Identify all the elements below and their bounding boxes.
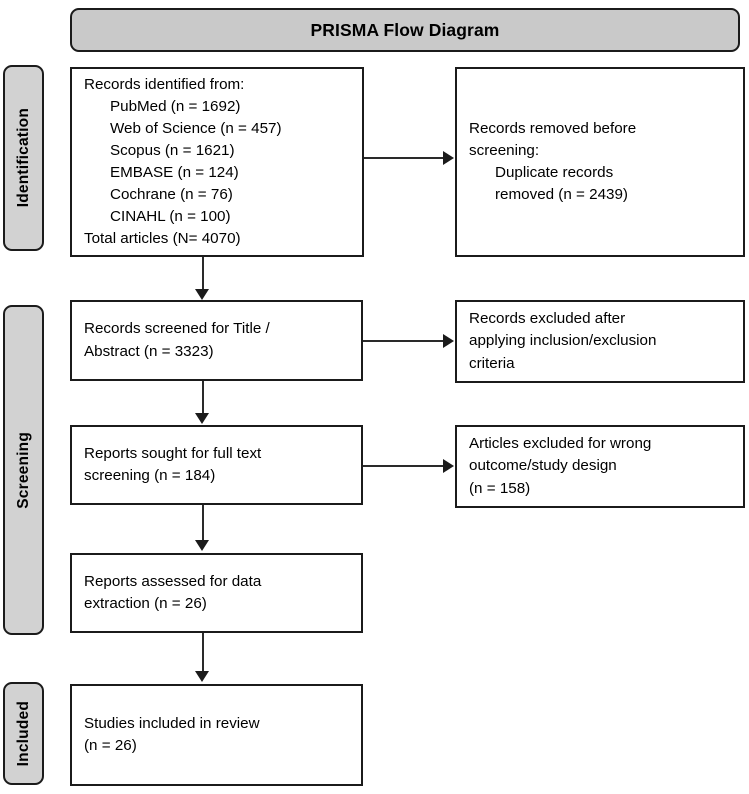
connector-identified-to-screened (202, 257, 204, 291)
connector-screened-to-excluded (363, 340, 445, 342)
stage-bar-identification: Identification (3, 65, 44, 251)
connector-assessed-to-included (202, 633, 204, 673)
connector-screened-to-fulltext (202, 381, 204, 415)
page-title: PRISMA Flow Diagram (310, 19, 500, 40)
box-line: applying inclusion/exclusion (469, 332, 657, 350)
connector-fulltext-to-excluded (363, 465, 445, 467)
box-records-identified: Records identified from: PubMed (n = 169… (70, 67, 364, 257)
box-line: extraction (n = 26) (84, 595, 207, 612)
arrow-right-icon (443, 334, 454, 348)
diagram-title-bar: PRISMA Flow Diagram (70, 8, 740, 52)
box-reports-assessed: Reports assessed for data extraction (n … (70, 553, 363, 633)
box-line: Cochrane (n = 76) (110, 186, 233, 204)
box-line: Scopus (n = 1621) (110, 141, 235, 159)
box-line: Abstract (n = 3323) (84, 342, 214, 360)
stage-label-screening: Screening (14, 431, 32, 509)
box-line: Reports sought for full text (84, 444, 262, 462)
box-records-screened: Records screened for Title / Abstract (n… (70, 300, 363, 381)
box-line: screening: (469, 141, 540, 159)
box-line: criteria (469, 354, 515, 372)
box-line: (n = 158) (469, 479, 531, 497)
stage-bar-included: Included (3, 682, 44, 785)
box-line: Total articles (N= 4070) (84, 230, 241, 248)
box-records-excluded-screening: Records excluded after applying inclusio… (455, 300, 745, 383)
arrow-down-icon (195, 540, 209, 551)
box-line: CINAHL (n = 100) (110, 208, 231, 226)
arrow-down-icon (195, 413, 209, 424)
stage-bar-screening: Screening (3, 305, 44, 635)
box-line: Records excluded after (469, 310, 626, 328)
connector-identified-to-removed (364, 157, 445, 159)
box-reports-sought-full-text: Reports sought for full text screening (… (70, 425, 363, 505)
box-line: screening (n = 184) (84, 467, 216, 484)
box-line: (n = 26) (84, 737, 137, 754)
box-records-removed: Records removed before screening: Duplic… (455, 67, 745, 257)
box-articles-excluded-full-text: Articles excluded for wrong outcome/stud… (455, 425, 745, 508)
box-line: removed (n = 2439) (495, 186, 628, 204)
box-line: Studies included in review (84, 714, 260, 732)
stage-label-identification: Identification (14, 108, 32, 208)
box-line: Duplicate records (495, 164, 614, 181)
connector-fulltext-to-assessed (202, 505, 204, 542)
box-line: Articles excluded for wrong (469, 435, 652, 453)
box-line: outcome/study design (469, 457, 617, 475)
box-studies-included: Studies included in review (n = 26) (70, 684, 363, 786)
box-line: Records screened for Title / (84, 320, 270, 338)
box-line: Reports assessed for data (84, 572, 262, 590)
box-line: EMBASE (n = 124) (110, 164, 239, 181)
box-line: PubMed (n = 1692) (110, 97, 241, 115)
box-line: Records identified from: (84, 75, 245, 93)
stage-label-included: Included (14, 700, 32, 767)
arrow-right-icon (443, 459, 454, 473)
box-line: Records removed before (469, 119, 637, 137)
arrow-right-icon (443, 151, 454, 165)
box-line: Web of Science (n = 457) (110, 119, 282, 137)
arrow-down-icon (195, 289, 209, 300)
arrow-down-icon (195, 671, 209, 682)
